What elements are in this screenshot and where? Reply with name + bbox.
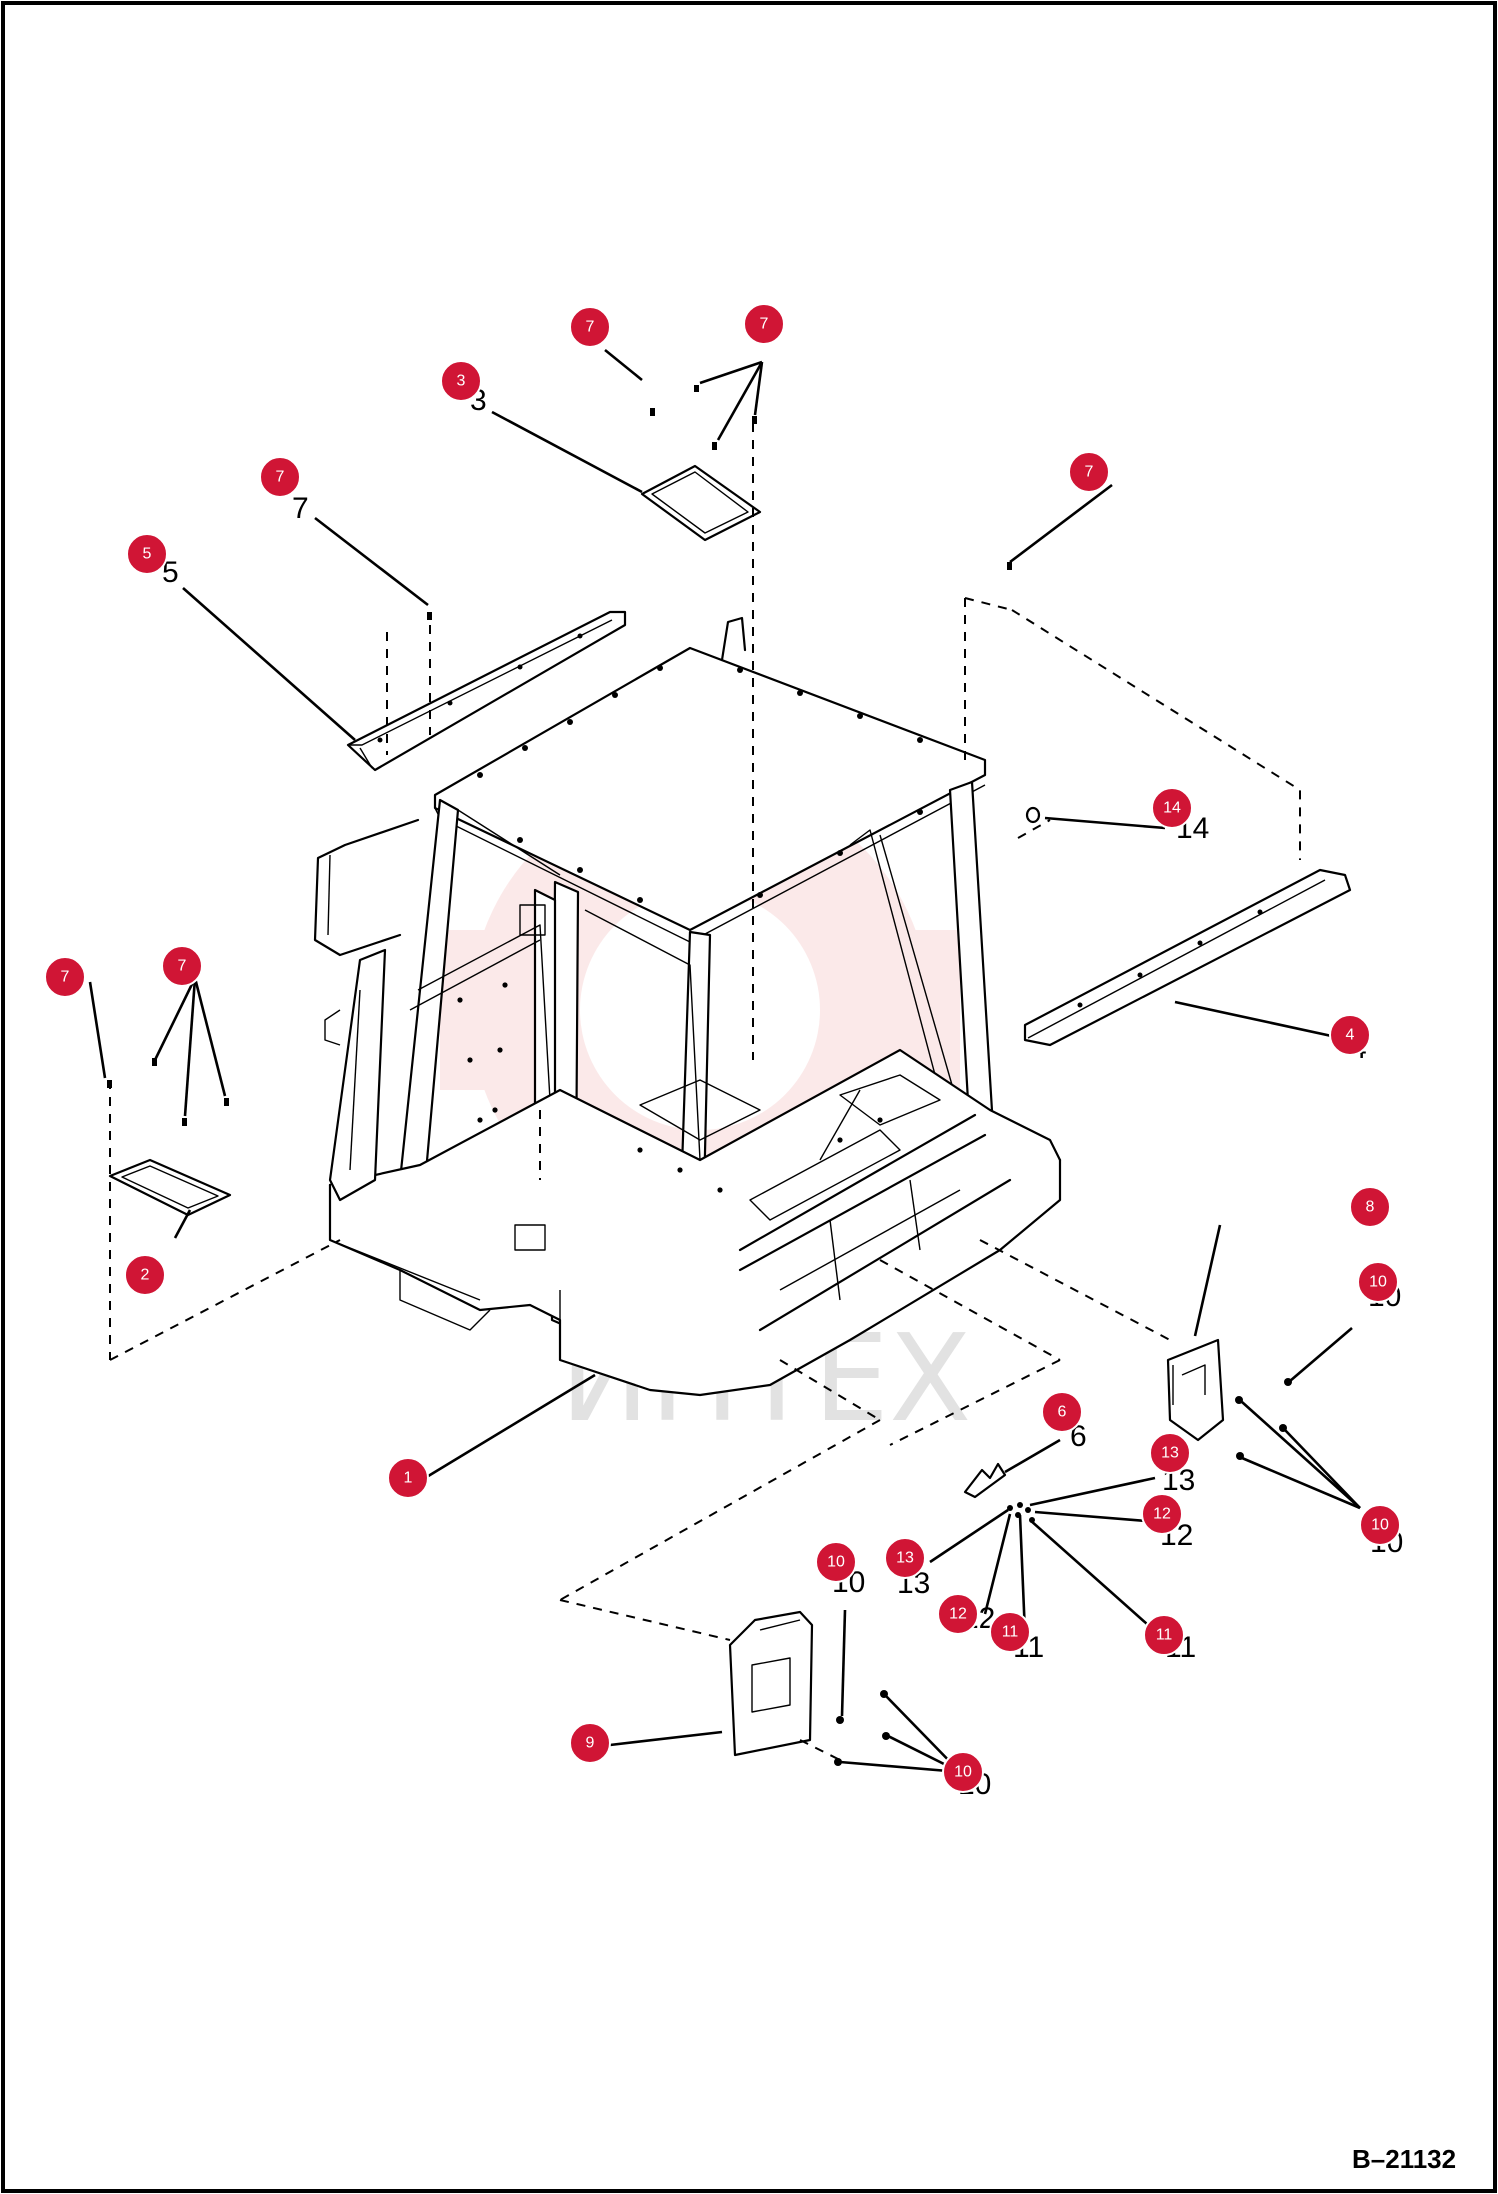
callout-4[interactable]: 4 — [1329, 1014, 1371, 1056]
part-2-cover-plate — [108, 1158, 232, 1217]
callout-10[interactable]: 10 — [942, 1751, 984, 1793]
svg-text:9: 9 — [586, 1735, 595, 1752]
reference-code: B–21132 — [1352, 2144, 1456, 2174]
svg-text:7: 7 — [61, 969, 70, 986]
callout-12[interactable]: 12 — [937, 1593, 979, 1635]
callout-7[interactable]: 7 — [44, 956, 86, 998]
callout-label: 5 — [162, 556, 179, 589]
callout-1[interactable]: 1 — [387, 1457, 429, 1499]
callout-11[interactable]: 11 — [989, 1611, 1031, 1653]
callout-7[interactable]: 7 — [1068, 451, 1110, 493]
callout-7[interactable]: 7 — [569, 306, 611, 348]
callout-7[interactable]: 7 — [259, 456, 301, 498]
callout-10[interactable]: 10 — [1359, 1504, 1401, 1546]
svg-text:6: 6 — [1058, 1404, 1067, 1421]
svg-text:12: 12 — [949, 1606, 967, 1623]
svg-text:7: 7 — [586, 319, 595, 336]
leader-lines — [88, 348, 1361, 1774]
callout-12[interactable]: 12 — [1141, 1493, 1183, 1535]
callout-6[interactable]: 6 — [1041, 1391, 1083, 1433]
svg-text:5: 5 — [143, 546, 152, 563]
svg-text:10: 10 — [827, 1554, 845, 1571]
svg-text:13: 13 — [896, 1550, 914, 1567]
svg-text:14: 14 — [1163, 800, 1181, 817]
part-6-bracket — [963, 1462, 1007, 1499]
callout-label: 7 — [292, 492, 309, 525]
svg-text:3: 3 — [457, 373, 466, 390]
svg-text:7: 7 — [1085, 464, 1094, 481]
svg-text:11: 11 — [1002, 1624, 1019, 1641]
part-14-nut — [1025, 806, 1041, 824]
svg-text:4: 4 — [1346, 1027, 1355, 1044]
svg-text:2: 2 — [141, 1267, 150, 1284]
svg-text:7: 7 — [178, 958, 187, 975]
part-4-angle-trim — [1023, 868, 1352, 1047]
callout-3[interactable]: 3 — [440, 360, 482, 402]
callout-14[interactable]: 14 — [1151, 787, 1193, 829]
svg-text:10: 10 — [1371, 1517, 1389, 1534]
svg-text:11: 11 — [1156, 1627, 1173, 1644]
svg-text:8: 8 — [1366, 1199, 1375, 1216]
callout-9[interactable]: 9 — [569, 1722, 611, 1764]
svg-text:13: 13 — [1161, 1445, 1179, 1462]
callout-11[interactable]: 11 — [1143, 1614, 1185, 1656]
assembly-lines — [109, 423, 1301, 1761]
svg-text:7: 7 — [760, 316, 769, 333]
part-3-cover-plate — [640, 464, 762, 542]
callout-13[interactable]: 13 — [884, 1537, 926, 1579]
callout-10[interactable]: 10 — [1357, 1261, 1399, 1303]
callout-10[interactable]: 10 — [815, 1541, 857, 1583]
callout-bubbles: 7 7 3 7 5 7 14 7 7 4 2 8 10 1 6 13 12 10… — [44, 303, 1401, 1793]
callout-8[interactable]: 8 — [1349, 1186, 1391, 1228]
part-8-panel — [1166, 1338, 1225, 1442]
callout-13[interactable]: 13 — [1149, 1432, 1191, 1474]
part-5-angle-trim — [346, 610, 627, 772]
svg-text:10: 10 — [954, 1764, 972, 1781]
svg-text:7: 7 — [276, 469, 285, 486]
callout-7[interactable]: 7 — [161, 945, 203, 987]
part-9-panel — [728, 1610, 814, 1757]
callout-7[interactable]: 7 — [743, 303, 785, 345]
callout-2[interactable]: 2 — [124, 1254, 166, 1296]
callout-5[interactable]: 5 — [126, 533, 168, 575]
svg-text:10: 10 — [1369, 1274, 1387, 1291]
svg-text:1: 1 — [404, 1470, 413, 1487]
cab-frame — [313, 616, 1062, 1397]
svg-text:12: 12 — [1153, 1506, 1171, 1523]
